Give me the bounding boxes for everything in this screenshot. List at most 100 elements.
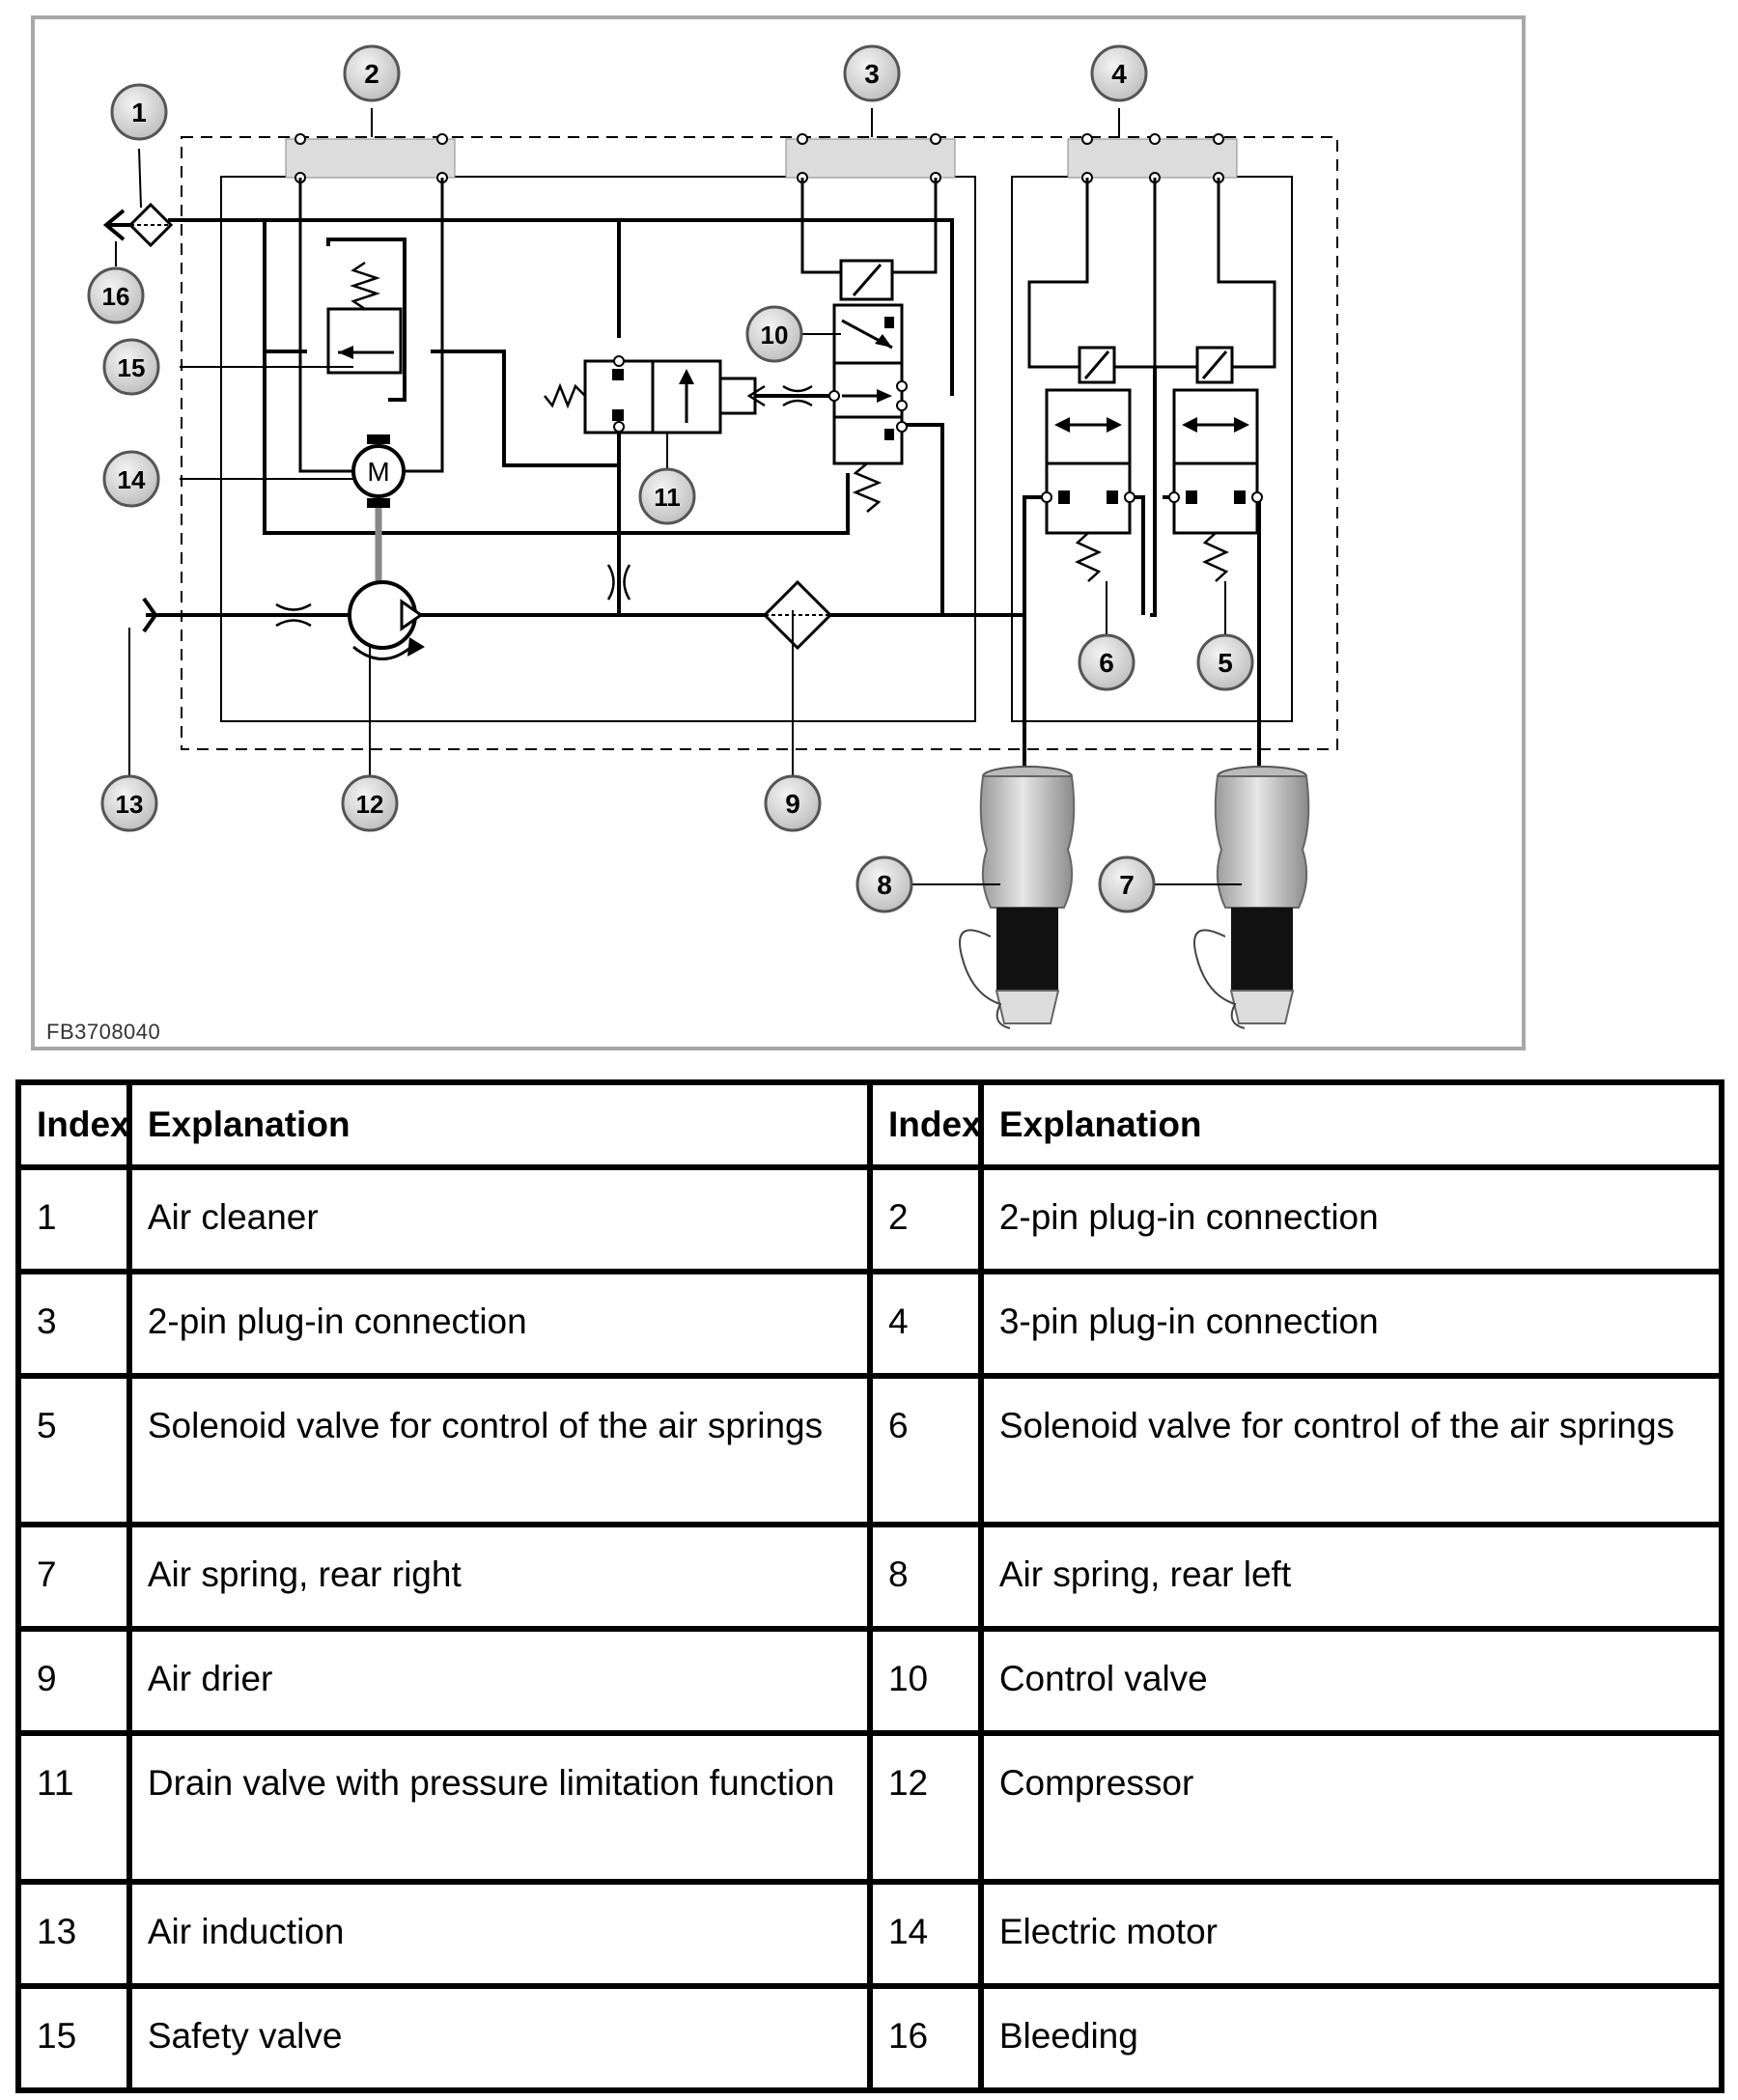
callout-13: 13 xyxy=(100,774,158,832)
callout-14: 14 xyxy=(102,450,160,508)
explanation-cell: Bleeding xyxy=(977,1983,1725,2093)
plug-connector-4 xyxy=(1067,138,1238,179)
callout-11: 11 xyxy=(638,467,696,525)
index-cell: 16 xyxy=(866,1983,984,2093)
svg-text:4: 4 xyxy=(1111,59,1127,89)
header-explanation-right: Explanation xyxy=(977,1079,1725,1170)
legend-row: 9 Air drier 10 Control valve xyxy=(15,1626,1725,1736)
explanation-cell: 3-pin plug-in connection xyxy=(977,1269,1725,1379)
index-cell: 13 xyxy=(15,1879,132,1989)
index-cell: 1 xyxy=(15,1164,132,1274)
svg-text:7: 7 xyxy=(1119,870,1135,900)
svg-text:14: 14 xyxy=(118,465,146,494)
index-cell: 3 xyxy=(15,1269,132,1379)
solenoid-valve-5-symbol xyxy=(1168,346,1263,582)
svg-text:11: 11 xyxy=(654,483,681,512)
callout-9: 9 xyxy=(764,774,822,832)
compressor-module-box xyxy=(220,176,976,722)
drain-valve-symbol xyxy=(544,355,766,434)
index-cell: 14 xyxy=(866,1879,984,1989)
callout-1: 1 xyxy=(110,83,168,141)
svg-text:12: 12 xyxy=(356,790,384,819)
explanation-cell: Air drier xyxy=(126,1626,873,1736)
electric-motor-symbol xyxy=(351,444,406,498)
motor-label: M xyxy=(367,457,389,487)
callout-7: 7 xyxy=(1098,855,1156,913)
diagram-svg: M xyxy=(87,44,1338,1029)
header-index-right: Index xyxy=(866,1079,984,1170)
svg-text:1: 1 xyxy=(131,98,147,127)
index-cell: 6 xyxy=(866,1373,984,1527)
explanation-cell: Solenoid valve for control of the air sp… xyxy=(977,1373,1725,1527)
air-spring-right xyxy=(1193,749,1310,1029)
svg-text:15: 15 xyxy=(118,353,146,382)
air-induction-symbol xyxy=(142,597,158,633)
callout-6: 6 xyxy=(1078,633,1135,691)
explanation-cell: Solenoid valve for control of the air sp… xyxy=(126,1373,873,1527)
index-cell: 4 xyxy=(866,1269,984,1379)
svg-text:16: 16 xyxy=(102,282,130,311)
plug-connector-3 xyxy=(785,138,956,179)
legend-row: 15 Safety valve 16 Bleeding xyxy=(15,1983,1725,2093)
index-cell: 12 xyxy=(866,1730,984,1885)
explanation-cell: Air induction xyxy=(126,1879,873,1989)
index-cell: 7 xyxy=(15,1522,132,1632)
explanation-cell: Compressor xyxy=(977,1730,1725,1885)
explanation-cell: Safety valve xyxy=(126,1983,873,2093)
svg-text:6: 6 xyxy=(1099,648,1114,678)
callout-3: 3 xyxy=(843,44,901,102)
callout-8: 8 xyxy=(855,855,913,913)
header-index-left: Index xyxy=(15,1079,132,1170)
svg-text:13: 13 xyxy=(116,790,144,819)
air-drier-symbol xyxy=(762,579,833,651)
index-cell: 8 xyxy=(866,1522,984,1632)
legend-table: Index Explanation Index Explanation 1 Ai… xyxy=(15,1079,1725,2093)
plug-pins xyxy=(294,133,1224,183)
solenoid-valve-6-symbol xyxy=(1041,346,1135,582)
figure-code: FB3708040 xyxy=(46,1020,161,1044)
legend-header-row: Index Explanation Index Explanation xyxy=(15,1079,1725,1170)
air-spring-left xyxy=(959,749,1076,1029)
svg-text:5: 5 xyxy=(1218,648,1233,678)
callout-12: 12 xyxy=(341,774,399,832)
index-cell: 11 xyxy=(15,1730,132,1885)
callout-15: 15 xyxy=(102,338,160,396)
pneumatic-diagram: M xyxy=(31,15,1526,1050)
explanation-cell: 2-pin plug-in connection xyxy=(126,1269,873,1379)
callout-16: 16 xyxy=(87,266,145,324)
index-cell: 15 xyxy=(15,1983,132,2093)
explanation-cell: Air cleaner xyxy=(126,1164,873,1274)
callout-5: 5 xyxy=(1196,633,1254,691)
legend-row: 13 Air induction 14 Electric motor xyxy=(15,1879,1725,1989)
legend-row: 3 2-pin plug-in connection 4 3-pin plug-… xyxy=(15,1269,1725,1379)
callout-10: 10 xyxy=(745,305,803,363)
safety-valve-symbol xyxy=(326,307,403,375)
svg-text:2: 2 xyxy=(364,59,379,89)
throttles xyxy=(275,384,813,628)
control-valve-symbol xyxy=(828,259,908,513)
legend-row: 5 Solenoid valve for control of the air … xyxy=(15,1373,1725,1527)
index-cell: 10 xyxy=(866,1626,984,1736)
header-explanation-left: Explanation xyxy=(126,1079,873,1170)
explanation-cell: Control valve xyxy=(977,1626,1725,1736)
explanation-cell: 2-pin plug-in connection xyxy=(977,1164,1725,1274)
legend-row: 11 Drain valve with pressure limitation … xyxy=(15,1730,1725,1885)
svg-text:8: 8 xyxy=(877,870,892,900)
explanation-cell: Drain valve with pressure limitation fun… xyxy=(126,1730,873,1885)
explanation-cell: Air spring, rear right xyxy=(126,1522,873,1632)
callout-4: 4 xyxy=(1090,44,1148,102)
svg-text:3: 3 xyxy=(864,59,880,89)
svg-text:10: 10 xyxy=(761,321,789,350)
housing-outline xyxy=(181,136,1338,750)
leader-lines xyxy=(115,108,1242,885)
explanation-cell: Electric motor xyxy=(977,1879,1725,1989)
legend-row: 1 Air cleaner 2 2-pin plug-in connection xyxy=(15,1164,1725,1274)
plug-connector-2 xyxy=(285,138,456,179)
index-cell: 2 xyxy=(866,1164,984,1274)
index-cell: 9 xyxy=(15,1626,132,1736)
svg-text:9: 9 xyxy=(785,789,800,819)
explanation-cell: Air spring, rear left xyxy=(977,1522,1725,1632)
legend-row: 7 Air spring, rear right 8 Air spring, r… xyxy=(15,1522,1725,1632)
index-cell: 5 xyxy=(15,1373,132,1527)
callout-2: 2 xyxy=(343,44,401,102)
